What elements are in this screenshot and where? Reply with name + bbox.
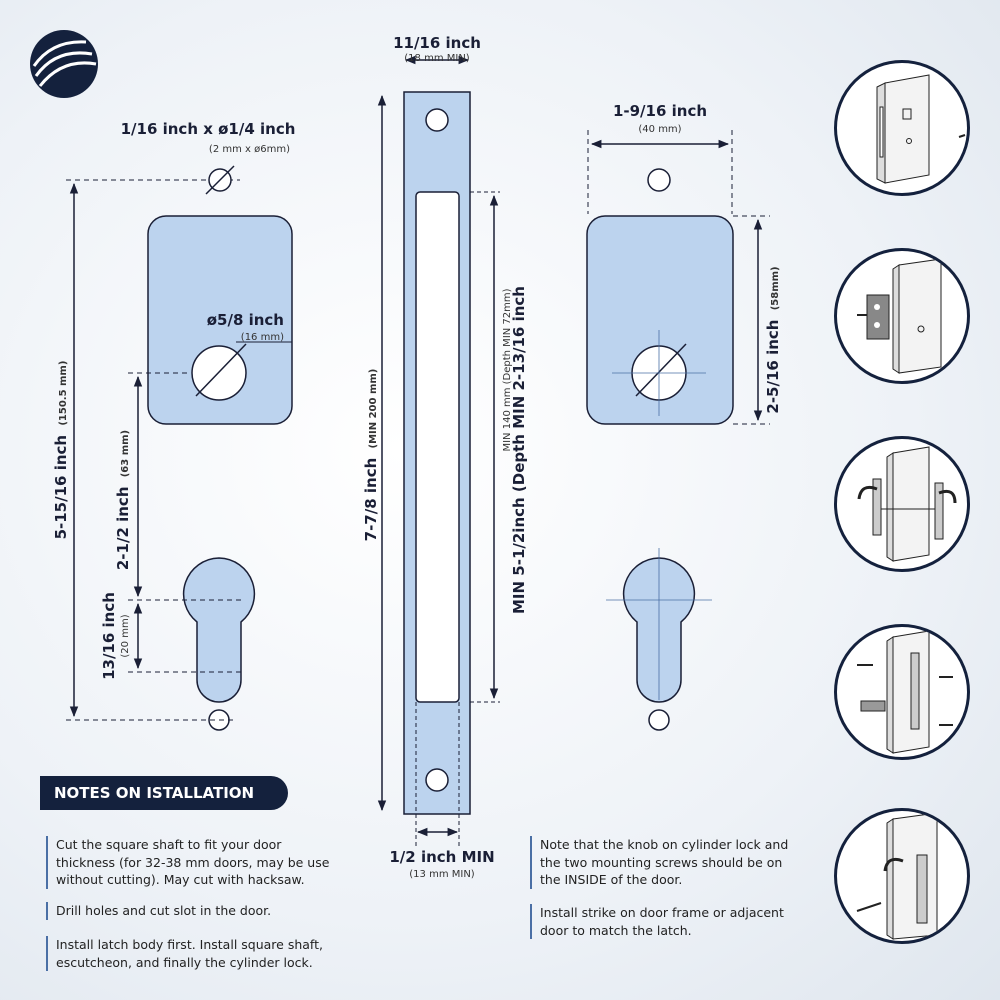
svg-text:2-5/16 inch (58mm): 2-5/16 inch (58mm): [764, 266, 782, 413]
cyl-offset-sub: (20 mm): [120, 614, 131, 657]
spindle-hole-label: ø5/8 inch: [207, 311, 284, 329]
cyl-offset-labels: 13/16 inch (20 mm): [100, 592, 131, 680]
note-item-4: Note that the knob on cylinder lock and …: [530, 836, 806, 889]
total-height-label: 5-15/16 inch: [52, 435, 70, 540]
spindle-cyl-labels: 2-1/2 inch (63 mm): [114, 430, 132, 570]
step-5-strike-icon: [834, 808, 970, 944]
total-height-sub: (150.5 mm): [58, 361, 69, 426]
note-item-3: Install latch body first. Install square…: [46, 936, 336, 971]
faceplate-width-label: 11/16 inch: [393, 34, 481, 52]
svg-text:2-1/2 inch (63 mm): 2-1/2 inch (63 mm): [114, 430, 132, 570]
mortise-depth-label: MIN 5-1/2inch (Depth MIN 2-13/16 inch: [510, 286, 528, 614]
svg-text:5-15/16 inch (150.5 mm): 5-15/16 inch (150.5 mm): [52, 361, 70, 540]
plate-height-sub: (58mm): [770, 266, 781, 310]
cylinder-cutout-left: [182, 557, 256, 703]
left-plate: [147, 215, 293, 425]
plate-height-labels: 2-5/16 inch (58mm): [764, 266, 782, 413]
plate-width-label: 1-9/16 inch: [613, 102, 707, 120]
mortise-depth-labels: MIN 5-1/2inch (Depth MIN 2-13/16 inch MI…: [502, 286, 528, 614]
screw-hole-sub: (2 mm x ø6mm): [209, 144, 290, 155]
notes-title: NOTES ON ISTALLATION: [40, 776, 288, 810]
faceplate-height-labels: 7-7/8 inch (MIN 200 mm): [362, 369, 380, 542]
step-1-door-icon: [834, 60, 970, 196]
spindle-hole-sub: (16 mm): [241, 332, 284, 343]
step-4-screws-icon: [834, 624, 970, 760]
right-escutcheon-drawing: [586, 130, 770, 731]
note-item-1: Cut the square shaft to fit your door th…: [46, 836, 336, 889]
screw-hole-label: 1/16 inch x ø1/4 inch: [121, 120, 296, 138]
wave-logo-icon: [30, 30, 98, 98]
step-3-handles-icon: [834, 436, 970, 572]
latch-slot: [415, 191, 460, 703]
spindle-cyl-sub: (63 mm): [120, 430, 131, 477]
right-plate: [586, 215, 734, 425]
plate-width-sub: (40 mm): [638, 124, 681, 135]
step-2-latch-icon: [834, 248, 970, 384]
total-height-labels: 5-15/16 inch (150.5 mm): [52, 361, 70, 540]
plate-height-label: 2-5/16 inch: [764, 320, 782, 414]
cyl-offset-label: 13/16 inch: [100, 592, 118, 680]
note-item-2: Drill holes and cut slot in the door.: [46, 902, 336, 920]
spindle-cyl-label: 2-1/2 inch: [114, 486, 132, 570]
faceplate-drawing: [377, 55, 500, 848]
faceplate-width-sub: (18 mm MIN): [404, 53, 470, 64]
note-item-5: Install strike on door frame or adjacent…: [530, 904, 806, 939]
mortise-depth-sub: MIN 140 mm (Depth MIN 72mm): [502, 288, 513, 451]
svg-text:7-7/8 inch (MIN 200 mm): 7-7/8 inch (MIN 200 mm): [362, 369, 380, 542]
faceplate-height-label: 7-7/8 inch: [362, 458, 380, 542]
faceplate-min-sub: (13 mm MIN): [409, 869, 475, 880]
faceplate-height-sub: (MIN 200 mm): [368, 369, 379, 449]
left-escutcheon-drawing: [66, 165, 293, 731]
faceplate-min-label: 1/2 inch MIN: [389, 848, 494, 866]
